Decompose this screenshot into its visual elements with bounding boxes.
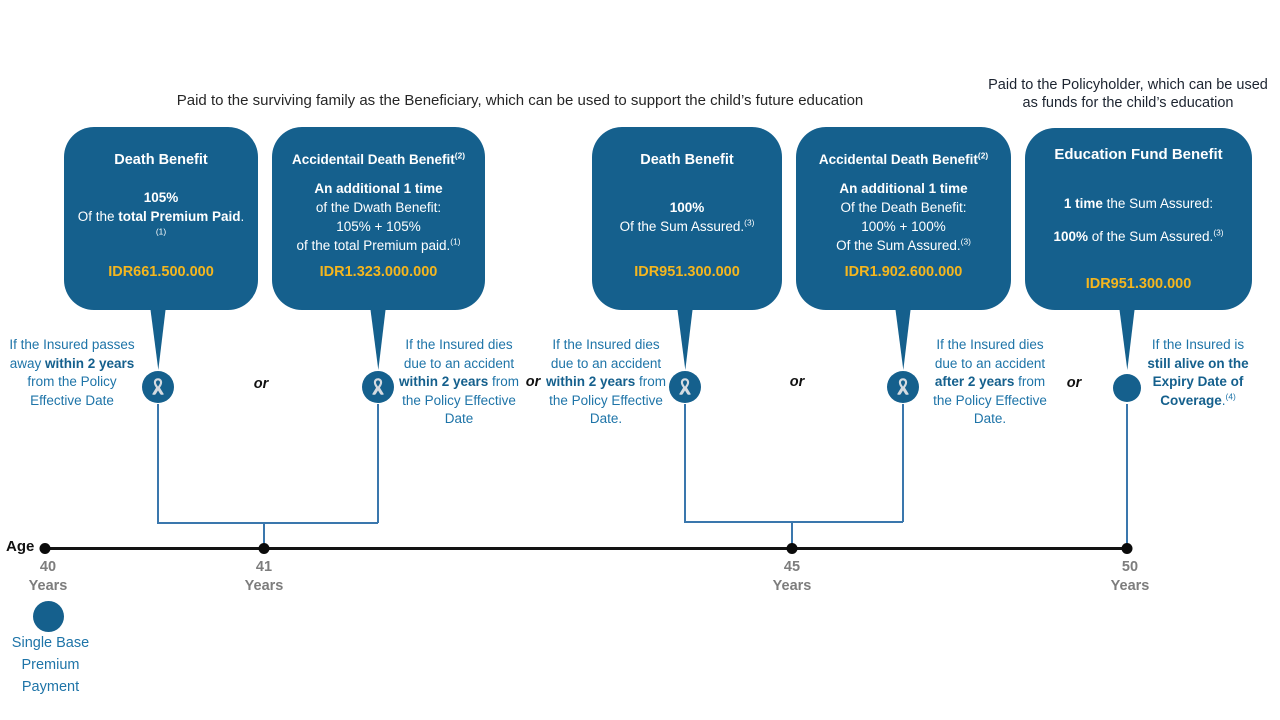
card-accidental-death-benefit-1: Accidentail Death Benefit(2) An addition… bbox=[272, 127, 485, 310]
or-label: or bbox=[253, 376, 269, 392]
connector-line bbox=[377, 404, 379, 523]
timeline-dot-50 bbox=[1121, 543, 1133, 554]
card-detail: 105% + 105% bbox=[336, 218, 421, 234]
card-death-benefit-1: Death Benefit 105% Of the total Premium … bbox=[64, 127, 258, 310]
timeline-axis bbox=[44, 547, 1130, 550]
card-body: An additional 1 time of the Dwath Benefi… bbox=[296, 169, 460, 264]
or-label: or bbox=[1066, 375, 1082, 391]
connector-line bbox=[263, 522, 265, 548]
condition-still-alive: If the Insured is still alive on the Exp… bbox=[1147, 337, 1249, 408]
awareness-ribbon-icon bbox=[897, 378, 909, 395]
connector-line bbox=[157, 522, 378, 524]
card-amount: IDR951.300.000 bbox=[1085, 276, 1192, 292]
card-title: Accidentail Death Benefit(2) bbox=[291, 150, 465, 167]
awareness-ribbon-icon bbox=[679, 378, 691, 395]
condition-accident-after-2y: If the Insured dies due to an accident a… bbox=[933, 337, 1047, 426]
age-axis-label: Age bbox=[6, 538, 35, 555]
event-marker-3 bbox=[669, 371, 701, 403]
card-detail: 100% of the Sum Assured.(3) bbox=[1053, 227, 1224, 244]
card-detail: Of the Death Benefit: bbox=[840, 199, 967, 215]
card-education-fund-benefit: Education Fund Benefit 1 time the Sum As… bbox=[1025, 128, 1252, 310]
connector-line bbox=[684, 404, 686, 522]
connector-line bbox=[791, 521, 793, 548]
card-percentage: 105% bbox=[143, 190, 179, 205]
awareness-ribbon-icon bbox=[372, 378, 384, 395]
event-marker-1 bbox=[142, 371, 174, 403]
card-death-benefit-2: Death Benefit 100% Of the Sum Assured.(3… bbox=[592, 127, 782, 310]
caption-policyholder: Paid to the Policyholder, which can be u… bbox=[988, 77, 1268, 111]
card-body: An additional 1 time Of the Death Benefi… bbox=[836, 169, 971, 264]
connector-line bbox=[902, 404, 904, 522]
event-marker-2 bbox=[362, 371, 394, 403]
card-pointer-tail bbox=[150, 306, 166, 370]
premium-payment-dot bbox=[33, 601, 64, 632]
card-title: Death Benefit bbox=[640, 152, 734, 168]
card-body: 100% Of the Sum Assured.(3) bbox=[620, 169, 755, 264]
connector-line bbox=[684, 521, 903, 523]
timeline-dot-40 bbox=[39, 543, 51, 554]
card-detail: Of the total Premium Paid.(1) bbox=[77, 209, 245, 237]
card-body: 105% Of the total Premium Paid.(1) bbox=[74, 169, 248, 264]
card-pointer-tail bbox=[895, 306, 911, 370]
card-detail: of the total Premium paid.(1) bbox=[296, 236, 461, 253]
card-emphasis: An additional 1 time bbox=[839, 180, 968, 196]
card-amount: IDR1.902.600.000 bbox=[844, 264, 963, 280]
caption-beneficiary: Paid to the surviving family as the Bene… bbox=[176, 92, 864, 109]
card-pointer-tail bbox=[1119, 306, 1135, 370]
card-amount: IDR1.323.000.000 bbox=[319, 264, 438, 280]
premium-payment-label: Single Base Premium Payment bbox=[11, 635, 90, 695]
card-amount: IDR951.300.000 bbox=[634, 264, 740, 280]
card-detail: 1 time the Sum Assured: bbox=[1063, 196, 1214, 211]
card-detail: Of the Sum Assured.(3) bbox=[619, 217, 755, 234]
condition-accident-within-2y-1: If the Insured dies due to an accident w… bbox=[398, 337, 520, 426]
event-marker-5 bbox=[1113, 374, 1141, 402]
condition-accident-within-2y-2: If the Insured dies due to an accident w… bbox=[545, 337, 667, 426]
card-pointer-tail bbox=[370, 306, 386, 370]
card-accidental-death-benefit-2: Accidental Death Benefit(2) An additiona… bbox=[796, 127, 1011, 310]
card-title: Accidental Death Benefit(2) bbox=[818, 150, 989, 167]
card-percentage: 100% bbox=[669, 199, 705, 215]
card-title: Death Benefit bbox=[114, 152, 208, 168]
condition-passes-away: If the Insured passes away within 2 year… bbox=[9, 337, 135, 408]
card-body: 1 time the Sum Assured: 100% of the Sum … bbox=[1053, 164, 1223, 276]
card-detail: 100% + 100% bbox=[861, 218, 946, 234]
or-label: or bbox=[525, 374, 541, 390]
card-detail: of the Dwath Benefit: bbox=[315, 199, 442, 215]
card-pointer-tail bbox=[677, 306, 693, 370]
connector-line bbox=[157, 404, 159, 523]
card-amount: IDR661.500.000 bbox=[108, 264, 214, 280]
or-label: or bbox=[789, 374, 805, 390]
timeline-dot-41 bbox=[258, 543, 270, 554]
timeline-dot-45 bbox=[786, 543, 798, 554]
card-detail: Of the Sum Assured.(3) bbox=[836, 236, 971, 253]
card-emphasis: An additional 1 time bbox=[314, 180, 443, 196]
awareness-ribbon-icon bbox=[152, 378, 164, 395]
connector-line bbox=[1126, 404, 1128, 548]
card-title: Education Fund Benefit bbox=[1054, 146, 1223, 163]
event-marker-4 bbox=[887, 371, 919, 403]
